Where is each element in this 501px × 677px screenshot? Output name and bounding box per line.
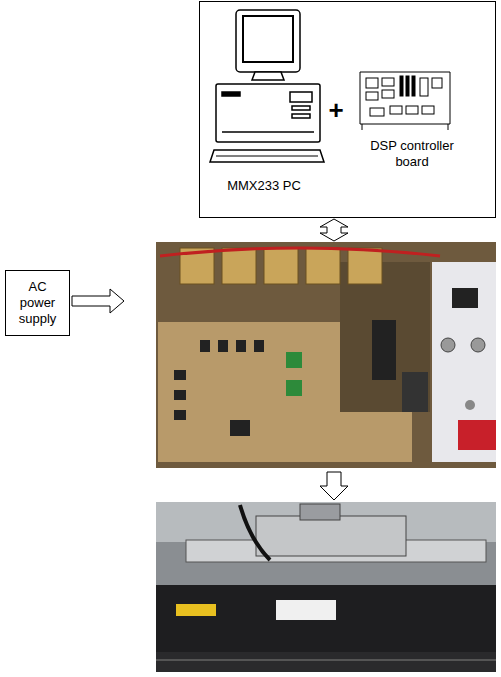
linear-motor-photo: [156, 502, 496, 672]
pc-illustration: [210, 10, 324, 162]
double-arrow: [320, 219, 348, 241]
node-label: DSP controller board: [358, 138, 466, 170]
plus-sign: +: [324, 96, 348, 124]
power-circuit-photo: [156, 242, 496, 468]
dsp-board-illustration: [360, 72, 450, 130]
output-arrow: [320, 472, 348, 500]
node-label: MMX233 PC: [208, 178, 320, 194]
node-label: AC power supply: [14, 279, 61, 327]
input-arrow: [72, 289, 124, 313]
source-box: AC power supply: [5, 270, 70, 336]
controller-box: MMX233 PC + DSP controller board: [199, 1, 496, 218]
